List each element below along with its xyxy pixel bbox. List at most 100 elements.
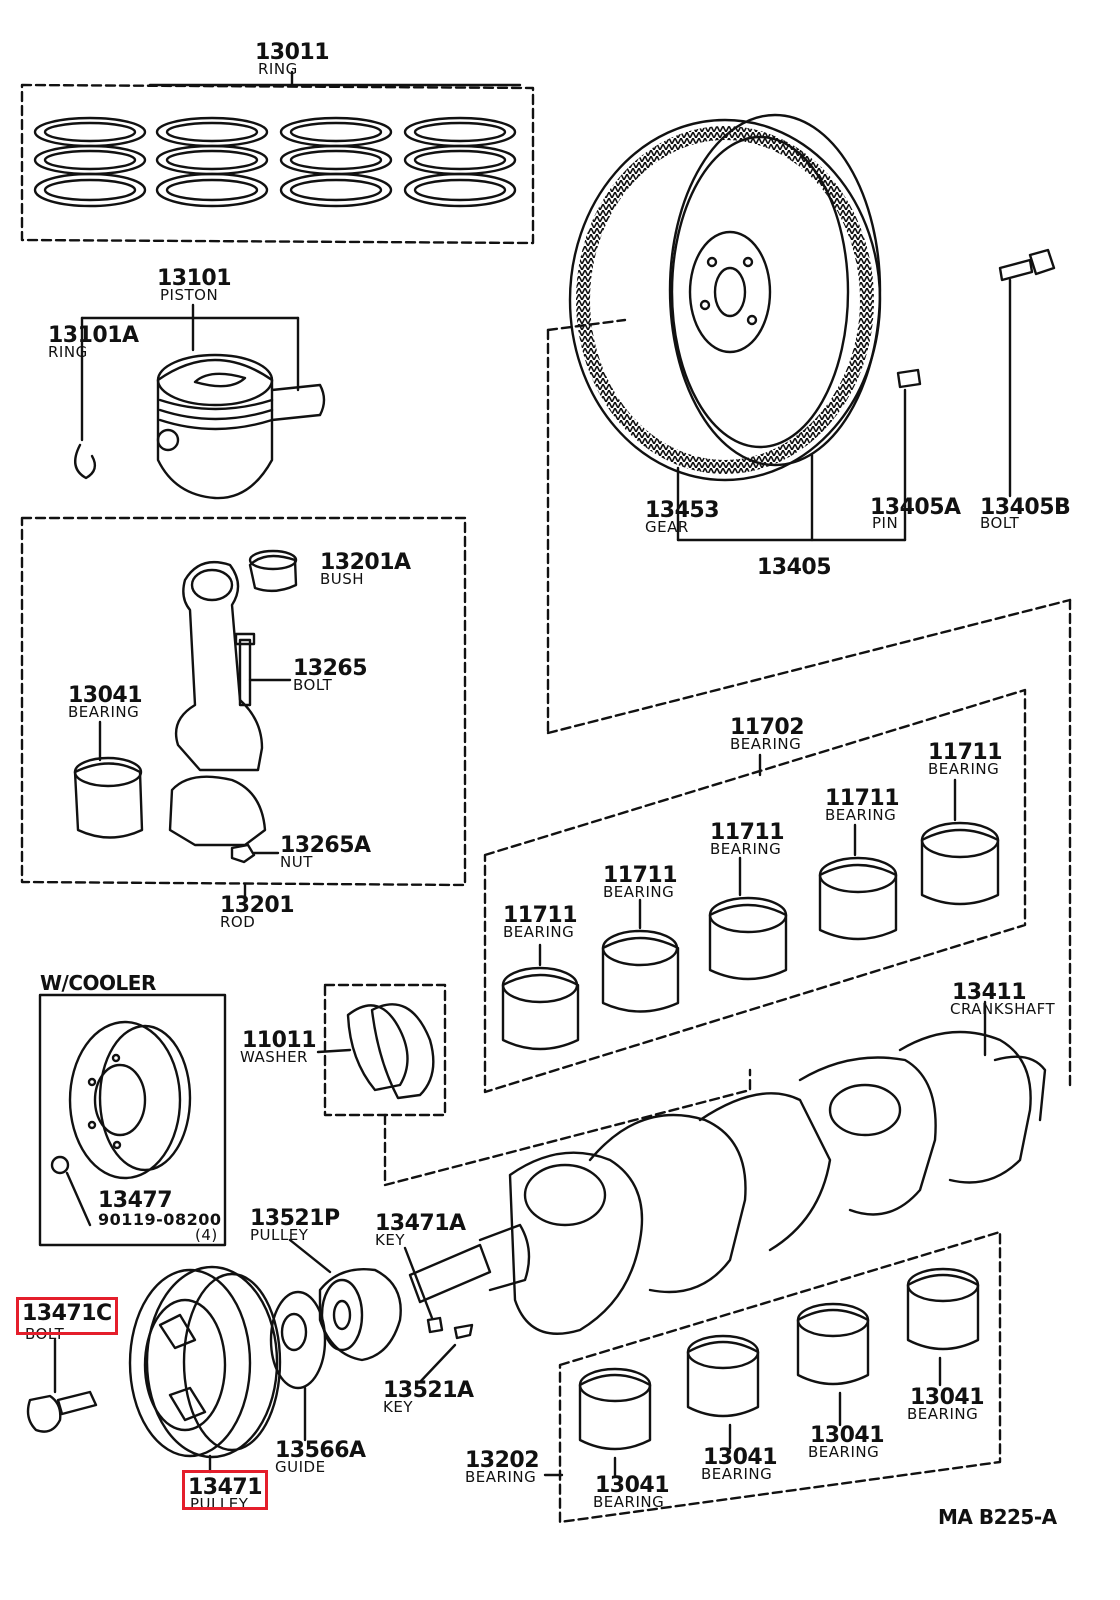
part-number-13265: 13265 bbox=[293, 656, 368, 681]
rod-bearing-icon bbox=[73, 762, 144, 839]
ring-icon bbox=[155, 116, 269, 208]
main-bearing-group bbox=[483, 688, 1027, 1094]
flywheel-bolt-icon bbox=[998, 258, 1034, 282]
part-name-bearing: BEARING bbox=[465, 1468, 537, 1486]
cooler-pulley-icon bbox=[68, 1020, 182, 1180]
part-number-13041: 13041 bbox=[703, 1445, 778, 1470]
part-number-13471a: 13471A bbox=[375, 1211, 466, 1236]
crank-bearing-icon bbox=[796, 1302, 870, 1427]
ring-icon bbox=[403, 116, 517, 208]
part-name-key: KEY bbox=[383, 1398, 413, 1416]
part-name-flywheel-bolt: BOLT bbox=[980, 514, 1020, 532]
rod-bolt-icon bbox=[238, 638, 252, 707]
part-number-11011: 11011 bbox=[242, 1028, 317, 1053]
cooler-box-title: W/COOLER bbox=[40, 971, 156, 995]
part-name-guide: GUIDE bbox=[275, 1458, 326, 1476]
highlight-box-13471 bbox=[182, 1470, 268, 1510]
part-name-washer: WASHER bbox=[240, 1048, 308, 1066]
part-number-11711: 11711 bbox=[825, 786, 900, 811]
snap-ring-icon bbox=[74, 443, 97, 480]
cooler-bolt-icon bbox=[50, 1155, 70, 1175]
part-name-rod: ROD bbox=[220, 913, 256, 931]
part-number-13453: 13453 bbox=[645, 498, 720, 523]
rod-cap-icon bbox=[168, 775, 267, 847]
main-bearing-icon bbox=[601, 898, 680, 1013]
part-name-bearing: BEARING bbox=[701, 1465, 773, 1483]
part-number-11711: 11711 bbox=[928, 740, 1003, 765]
flywheel-gear-icon bbox=[568, 118, 882, 482]
part-number-13101a: 13101A bbox=[48, 323, 139, 348]
crank-bearing-icon bbox=[686, 1334, 760, 1450]
part-number-13521p: 13521P bbox=[250, 1206, 340, 1231]
part-number-13405b: 13405B bbox=[980, 495, 1071, 520]
part-number-90119-08200: 90119-08200 bbox=[98, 1210, 222, 1229]
part-name-bearing: BEARING bbox=[710, 840, 782, 858]
connecting-rod-icon bbox=[174, 560, 264, 772]
part-number-13405: 13405 bbox=[757, 555, 832, 580]
part-name-pulley: PULLEY bbox=[250, 1226, 309, 1244]
part-number-13477: 13477 bbox=[98, 1188, 173, 1213]
ring-icon bbox=[279, 116, 393, 208]
cooler-box bbox=[38, 993, 227, 1247]
part-quantity: (4) bbox=[195, 1226, 218, 1244]
bush-icon bbox=[248, 554, 298, 593]
part-name-key: KEY bbox=[375, 1231, 405, 1249]
part-name-bearing: BEARING bbox=[603, 883, 675, 901]
part-number-13202: 13202 bbox=[465, 1448, 540, 1473]
crank-pulley-icon bbox=[128, 1268, 252, 1458]
part-number-11711: 11711 bbox=[503, 903, 578, 928]
piston-icon bbox=[156, 358, 274, 500]
part-number-13011: 13011 bbox=[255, 40, 330, 65]
crank-bearing-group bbox=[543, 1230, 1002, 1524]
diagram-code: MA B225-A bbox=[938, 1505, 1057, 1529]
part-number-13521a: 13521A bbox=[383, 1378, 474, 1403]
part-name-bearing: BEARING bbox=[503, 923, 575, 941]
part-number-13411: 13411 bbox=[952, 980, 1027, 1005]
main-bearing-icon bbox=[708, 856, 788, 981]
part-name-crankshaft: CRANKSHAFT bbox=[950, 1000, 1056, 1018]
part-number-13265a: 13265A bbox=[280, 833, 371, 858]
main-bearing-icon bbox=[920, 778, 1000, 906]
piston-group bbox=[74, 303, 326, 500]
crank-bearing-icon bbox=[578, 1367, 652, 1477]
ring-set-group bbox=[20, 70, 535, 245]
part-name-ring: RING bbox=[258, 60, 298, 78]
timing-pulley-group bbox=[288, 1238, 474, 1384]
part-number-13041: 13041 bbox=[910, 1385, 985, 1410]
part-name-bearing: BEARING bbox=[825, 806, 897, 824]
flywheel-pin-icon bbox=[896, 368, 922, 389]
part-name-bush: BUSH bbox=[320, 570, 365, 588]
part-number-11711: 11711 bbox=[710, 820, 785, 845]
key-icon bbox=[453, 1323, 474, 1340]
pulley-bolt-icon bbox=[26, 1394, 62, 1433]
part-number-13041: 13041 bbox=[810, 1423, 885, 1448]
part-number-11702: 11702 bbox=[730, 715, 805, 740]
part-number-13405a: 13405A bbox=[870, 495, 961, 520]
part-name-bolt: BOLT bbox=[293, 676, 333, 694]
flywheel-group bbox=[546, 113, 1072, 1087]
part-name-bearing: BEARING bbox=[808, 1443, 880, 1461]
part-name-gear: GEAR bbox=[645, 518, 689, 536]
part-number-13471: 13471 bbox=[188, 1475, 263, 1500]
crankshaft-icon bbox=[408, 1000, 1047, 1335]
part-name-bearing: BEARING bbox=[68, 703, 140, 721]
part-name-nut: NUT bbox=[280, 853, 313, 871]
part-name-bearing: BEARING bbox=[593, 1493, 665, 1511]
part-number-11711: 11711 bbox=[603, 863, 678, 888]
guide-icon bbox=[269, 1290, 327, 1390]
part-name-bearing: BEARING bbox=[907, 1405, 979, 1423]
rod-group bbox=[20, 516, 467, 904]
part-number-13471c: 13471C bbox=[22, 1301, 112, 1326]
highlight-box-13471c bbox=[16, 1297, 118, 1335]
part-name-bearing: BEARING bbox=[928, 760, 1000, 778]
part-number-13201: 13201 bbox=[220, 893, 295, 918]
guide-group bbox=[269, 1290, 327, 1442]
part-number-13566a: 13566A bbox=[275, 1438, 366, 1463]
washer-group bbox=[316, 983, 752, 1187]
part-number-13041: 13041 bbox=[68, 683, 143, 708]
part-number-13201a: 13201A bbox=[320, 550, 411, 575]
crank-bearing-icon bbox=[906, 1267, 980, 1387]
part-number-13101: 13101 bbox=[157, 266, 232, 291]
